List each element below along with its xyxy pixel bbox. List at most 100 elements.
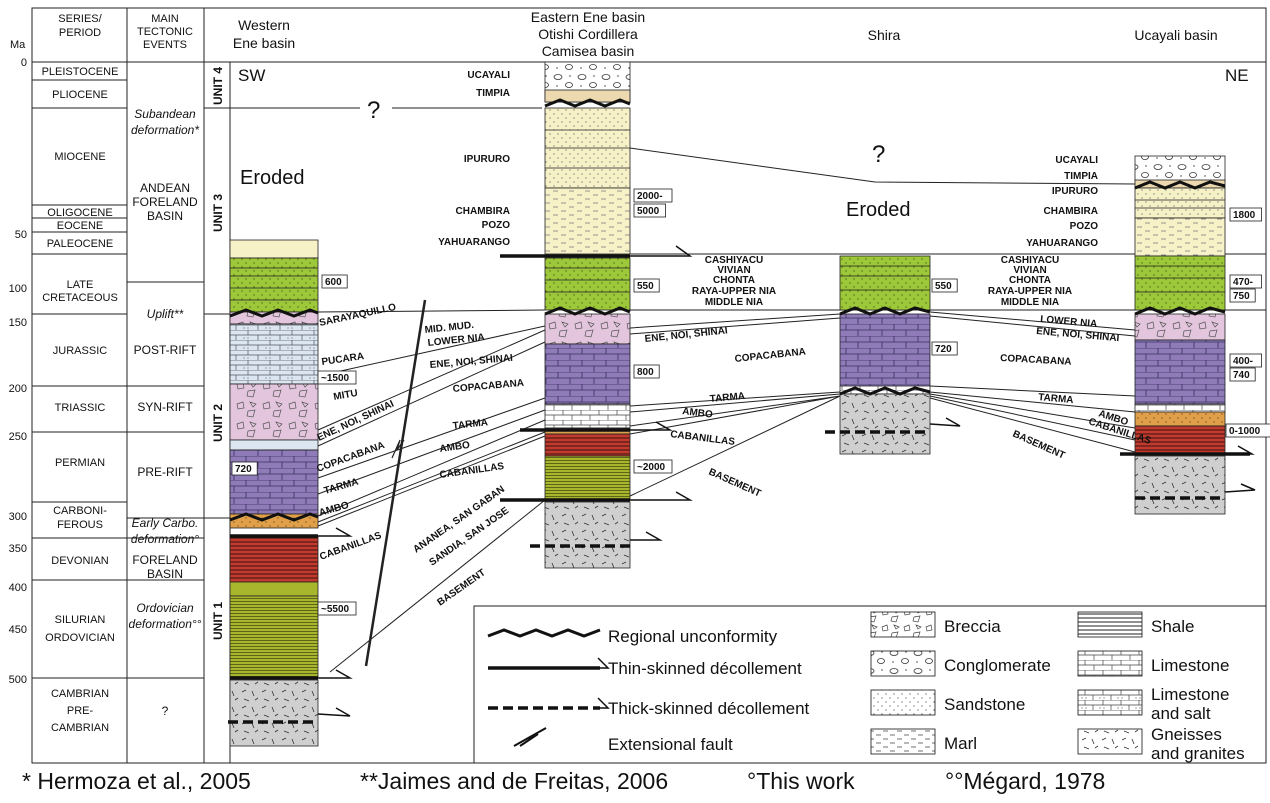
formation-ucayali_top-4: POZO: [1070, 221, 1099, 232]
thickness-box-15: [1229, 367, 1256, 382]
legend-shale: Shale: [1151, 617, 1194, 636]
eroded-shira: Eroded: [846, 199, 911, 221]
period-label-11-0: DEVONIAN: [51, 555, 109, 567]
tectonic-label-0-0: Subandean: [134, 107, 196, 121]
sw-label: SW: [238, 66, 265, 85]
thickness-box-7: [633, 364, 660, 379]
thickness-label-5: 5000: [637, 206, 660, 217]
formation-western-7: CABANILLAS: [318, 530, 383, 563]
thickness-box-0: [321, 274, 348, 289]
formation-shira_ucayali-1: ENE, NOI, SHINAI: [1036, 326, 1120, 344]
formation-western-5: TARMA: [323, 477, 360, 497]
unknown-mark-1: ?: [367, 97, 380, 124]
age-tick-10: 500: [9, 674, 27, 686]
formation-western-2: MITU: [333, 388, 359, 403]
thickness-label-4: 2000-: [637, 191, 663, 202]
period-label-2-0: MIOCENE: [54, 151, 105, 163]
legend-labels: Regional unconformity Thin-skinned décol…: [608, 617, 1245, 763]
directions: SW NE: [238, 66, 1249, 85]
extensional-fault: [364, 299, 427, 667]
tectonic-label-3-0: POST-RIFT: [134, 343, 197, 357]
period-label-13-1: PRE-: [67, 705, 94, 717]
period-label-6-1: CRETACEOUS: [42, 292, 118, 304]
unconformities: [229, 98, 1226, 522]
formation-cretaceous_block-1: VIVIAN: [717, 265, 750, 276]
reference-megard: °°Mégard, 1978: [945, 768, 1106, 794]
age-tick-0: 0: [21, 57, 27, 69]
legend-extensional-fault: Extensional fault: [608, 735, 733, 754]
legend-conglomerate: Conglomerate: [944, 656, 1051, 675]
formation-eastern_top-3: CHAMBIRA: [456, 206, 510, 217]
formation-ucayali_top-0: UCAYALI: [1055, 155, 1098, 166]
tectonic-label-0-1: deformation*: [131, 123, 199, 137]
thickness-label-10: 720: [935, 344, 952, 355]
thickness-label-3: ~5500: [321, 604, 350, 615]
shira-column: [839, 255, 931, 455]
period-label-9-0: PERMIAN: [55, 457, 105, 469]
formation-ucayali_top-3: CHAMBIRA: [1044, 206, 1098, 217]
tectonic-label-7-0: FORELAND: [132, 553, 198, 567]
thickness-box-8: [633, 459, 673, 474]
tectonic-event-labels: Subandeandeformation*ANDEANFORELANDBASIN…: [129, 107, 202, 718]
formation-east_shira-5: BASEMENT: [707, 467, 763, 500]
unit-4-label: UNIT 4: [211, 67, 225, 105]
period-label-13-0: CAMBRIAN: [51, 688, 109, 700]
unit-labels: UNIT 4 UNIT 3 UNIT 2 UNIT 1: [211, 67, 225, 640]
thickness-box-3: [317, 601, 357, 616]
formation-cretaceous_block-3: RAYA-UPPER NIA: [692, 286, 776, 297]
period-label-10-1: FEROUS: [57, 519, 103, 531]
legend-thick-skinned: Thick-skinned décollement: [608, 699, 810, 718]
header-series-period: SERIES/PERIOD: [58, 13, 102, 39]
formation-ucayali_top-1: TIMPIA: [1064, 171, 1098, 182]
period-label-6-0: LATE: [67, 279, 94, 291]
ne-label: NE: [1225, 66, 1249, 85]
shale-swatch: [1077, 611, 1143, 638]
legend-breccia: Breccia: [944, 617, 1001, 636]
thickness-box-5: [633, 203, 667, 218]
period-label-7-0: JURASSIC: [53, 345, 107, 357]
formation-cretaceous_block-4: MIDDLE NIA: [705, 297, 763, 308]
formation-west_east-6: CABANILLAS: [439, 461, 505, 481]
legend-marl: Marl: [944, 734, 977, 753]
ma-label: Ma: [10, 39, 26, 51]
formation-east_shira-2: TARMA: [709, 391, 745, 405]
formation-cretaceous_block-0: CASHIYACU: [705, 255, 764, 266]
thickness-label-7: 800: [637, 367, 654, 378]
legend-limestone: Limestone: [1151, 656, 1229, 675]
tectonic-label-6-1: deformation°: [131, 532, 199, 546]
legend-thin-skinned: Thin-skinned décollement: [608, 659, 802, 678]
age-tick-5: 250: [9, 431, 27, 443]
period-label-10-0: CARBONI-: [53, 505, 107, 517]
formation-ucayali-cretaceous-1: VIVIAN: [1013, 265, 1046, 276]
thickness-box-12: [1229, 274, 1263, 289]
thickness-label-15: 740: [1233, 370, 1250, 381]
tectonic-label-2-0: Uplift**: [147, 307, 184, 321]
thickness-box-14: [1229, 353, 1263, 368]
reference-hermoza: * Hermoza et al., 2005: [22, 768, 251, 794]
tectonic-label-8-1: deformation°°: [129, 617, 202, 631]
tectonic-label-7-1: BASIN: [147, 567, 183, 581]
thickness-label-2: 720: [235, 464, 252, 475]
thickness-label-16: 0-1000: [1229, 426, 1261, 437]
tectonic-label-1-1: FORELAND: [132, 195, 198, 209]
tectonic-label-8-0: Ordovician: [136, 601, 194, 615]
unknown-mark-2: ?: [872, 141, 885, 168]
formation-east_shira-4: CABANILLAS: [670, 429, 736, 448]
thickness-label-6: 550: [637, 281, 654, 292]
age-tick-8: 400: [9, 582, 27, 594]
extensional-fault-symbol: [513, 727, 547, 747]
thickness-box-16: [1225, 423, 1270, 438]
thickness-box-11: [1229, 207, 1263, 222]
age-tick-7: 350: [9, 543, 27, 555]
formation-eastern_top-5: YAHUARANGO: [438, 237, 510, 248]
header-shira: Shira: [868, 27, 901, 43]
thickness-box-6: [633, 278, 660, 293]
unit-1-label: UNIT 1: [211, 602, 225, 640]
age-tick-2: 100: [9, 283, 27, 295]
age-tick-9: 450: [9, 624, 27, 636]
